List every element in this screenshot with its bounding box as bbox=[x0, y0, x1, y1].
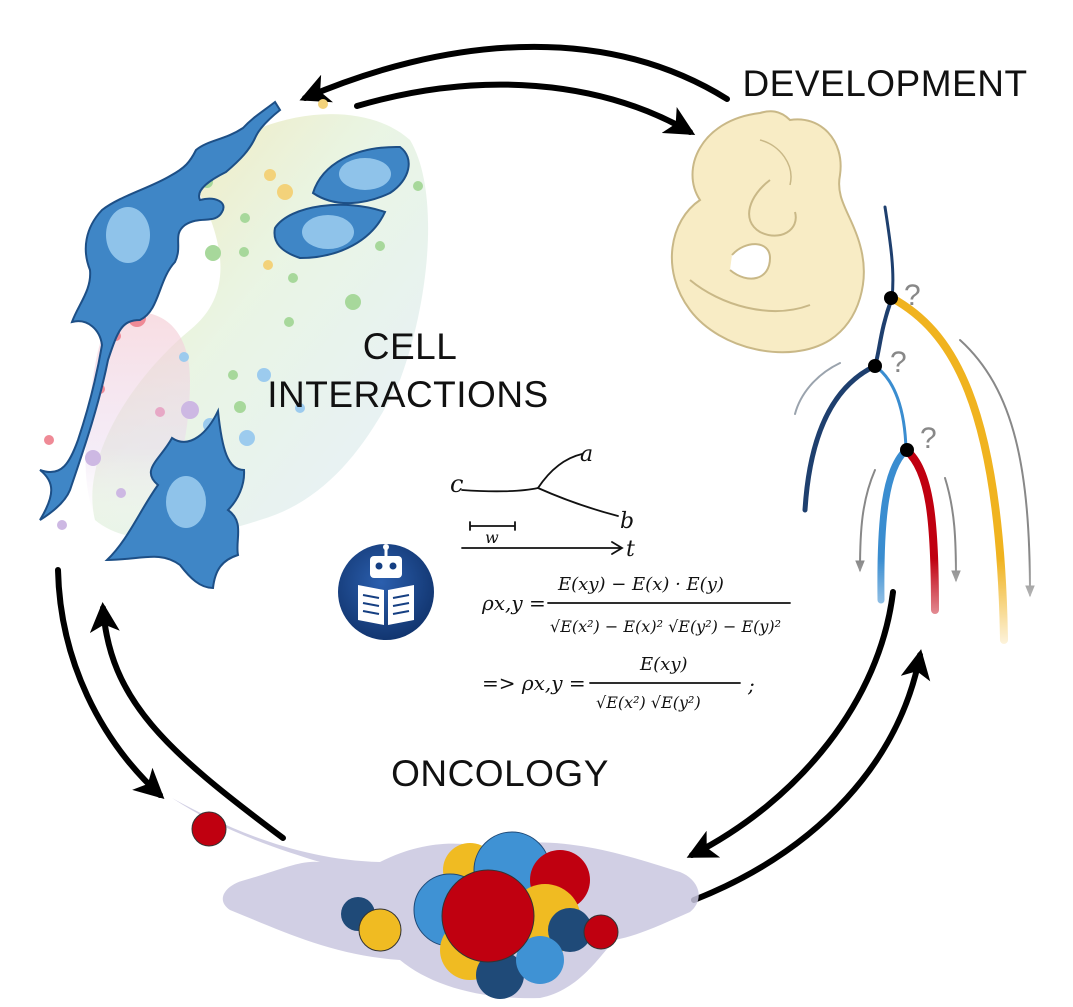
branch-node bbox=[884, 291, 898, 305]
cell-interactions-label-line2: INTERACTIONS bbox=[267, 374, 549, 415]
branch-label-c: c bbox=[450, 470, 463, 498]
embryo-body bbox=[670, 110, 865, 354]
equation-text: c a b w t ρx,y = E(xy) − E(x) · E(y) √E(… bbox=[450, 442, 781, 712]
branch-node bbox=[900, 443, 914, 457]
cycle-arrows bbox=[55, 43, 931, 903]
development-label: DEVELOPMENT bbox=[742, 63, 1028, 104]
embryo-illustration bbox=[670, 110, 865, 354]
lineage-tree bbox=[794, 205, 1035, 644]
question-mark: ? bbox=[904, 279, 921, 312]
rho2-lhs: => ρx,y = bbox=[482, 671, 586, 695]
arrow-cell-to-onc bbox=[55, 567, 165, 800]
lineage-branch-points: ? ? ? bbox=[868, 279, 937, 457]
rho2-end: ; bbox=[747, 673, 755, 697]
branching-cell bbox=[39, 100, 282, 521]
branch-label-a: a bbox=[580, 442, 593, 467]
rho-numerator: E(xy) − E(x) · E(y) bbox=[557, 574, 724, 595]
time-label-t: t bbox=[626, 537, 635, 562]
cell-interactions-label-line1: CELL bbox=[362, 326, 458, 367]
rho2-denominator: √E(x²) √E(y²) bbox=[596, 693, 701, 712]
arrow-dev-to-cell bbox=[299, 43, 730, 103]
branch-upper bbox=[537, 453, 583, 489]
branch-node bbox=[868, 359, 882, 373]
tumor-illustration bbox=[172, 798, 699, 999]
handwritten-notes bbox=[461, 453, 791, 684]
arrow-cell-to-dev bbox=[354, 81, 696, 135]
rho2-numerator: E(xy) bbox=[639, 654, 688, 675]
rho-denominator: √E(x²) − E(x)² √E(y²) − E(y)² bbox=[550, 617, 781, 636]
window-label-w: w bbox=[485, 528, 499, 547]
question-mark: ? bbox=[890, 346, 907, 379]
rho-lhs: ρx,y = bbox=[481, 591, 546, 615]
branch-stem bbox=[461, 487, 539, 493]
question-mark: ? bbox=[920, 422, 937, 455]
arrow-dev-to-onc bbox=[686, 589, 896, 858]
branch-label-b: b bbox=[620, 509, 634, 534]
window-bracket bbox=[469, 521, 516, 531]
cell-interactions-illustration bbox=[39, 99, 429, 590]
time-axis bbox=[461, 541, 624, 555]
oncology-label: ONCOLOGY bbox=[391, 753, 609, 794]
branching-cell-nucleus bbox=[106, 207, 150, 263]
arrow-onc-to-dev bbox=[691, 649, 931, 903]
branch-lower bbox=[537, 487, 619, 517]
robot-reading-book-icon bbox=[338, 544, 434, 640]
arrow-onc-to-cell bbox=[89, 602, 286, 841]
